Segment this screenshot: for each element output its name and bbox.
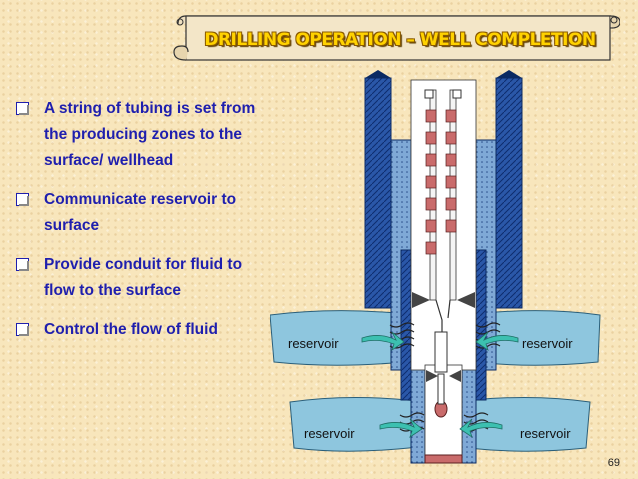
checkbox-bullet-icon	[16, 193, 29, 206]
bullet-text: Provide conduit for fluid to flow to the…	[44, 256, 243, 299]
slide-title: DRILLING OPERATION – WELL COMPLETION	[204, 30, 596, 50]
title-scroll-banner	[170, 8, 620, 66]
bullet-text: Control the flow of fluid	[44, 321, 218, 338]
surface-casing-left	[364, 77, 392, 309]
page-number: 69	[607, 457, 620, 469]
reservoir-label: reservoir	[304, 426, 355, 441]
flow-arrows	[361, 331, 519, 438]
checkbox-bullet-icon	[16, 258, 29, 271]
bullet-item: Control the flow of fluid	[14, 317, 276, 343]
tubing-couplings	[425, 109, 457, 255]
bullet-item: A string of tubing is set from the produ…	[14, 96, 276, 174]
bullet-list: A string of tubing is set from the produ…	[14, 96, 276, 356]
packer	[412, 292, 475, 382]
bullet-item: Provide conduit for fluid to flow to the…	[14, 252, 276, 304]
production-casing-right	[461, 364, 477, 464]
well-completion-diagram: reservoir reservoir reservoir reservoir	[270, 70, 601, 464]
surface-casing-right	[495, 77, 523, 309]
reservoir-label: reservoir	[288, 336, 339, 351]
bullet-text: A string of tubing is set from the produ…	[44, 100, 256, 169]
checkbox-bullet-icon	[16, 102, 29, 115]
checkbox-bullet-icon	[16, 323, 29, 336]
bullet-text: Communicate reservoir to surface	[44, 191, 237, 234]
bullet-item: Communicate reservoir to surface	[14, 187, 276, 239]
reservoir-label: reservoir	[520, 426, 571, 441]
bottom-plug	[424, 454, 463, 464]
reservoir-label: reservoir	[522, 336, 573, 351]
